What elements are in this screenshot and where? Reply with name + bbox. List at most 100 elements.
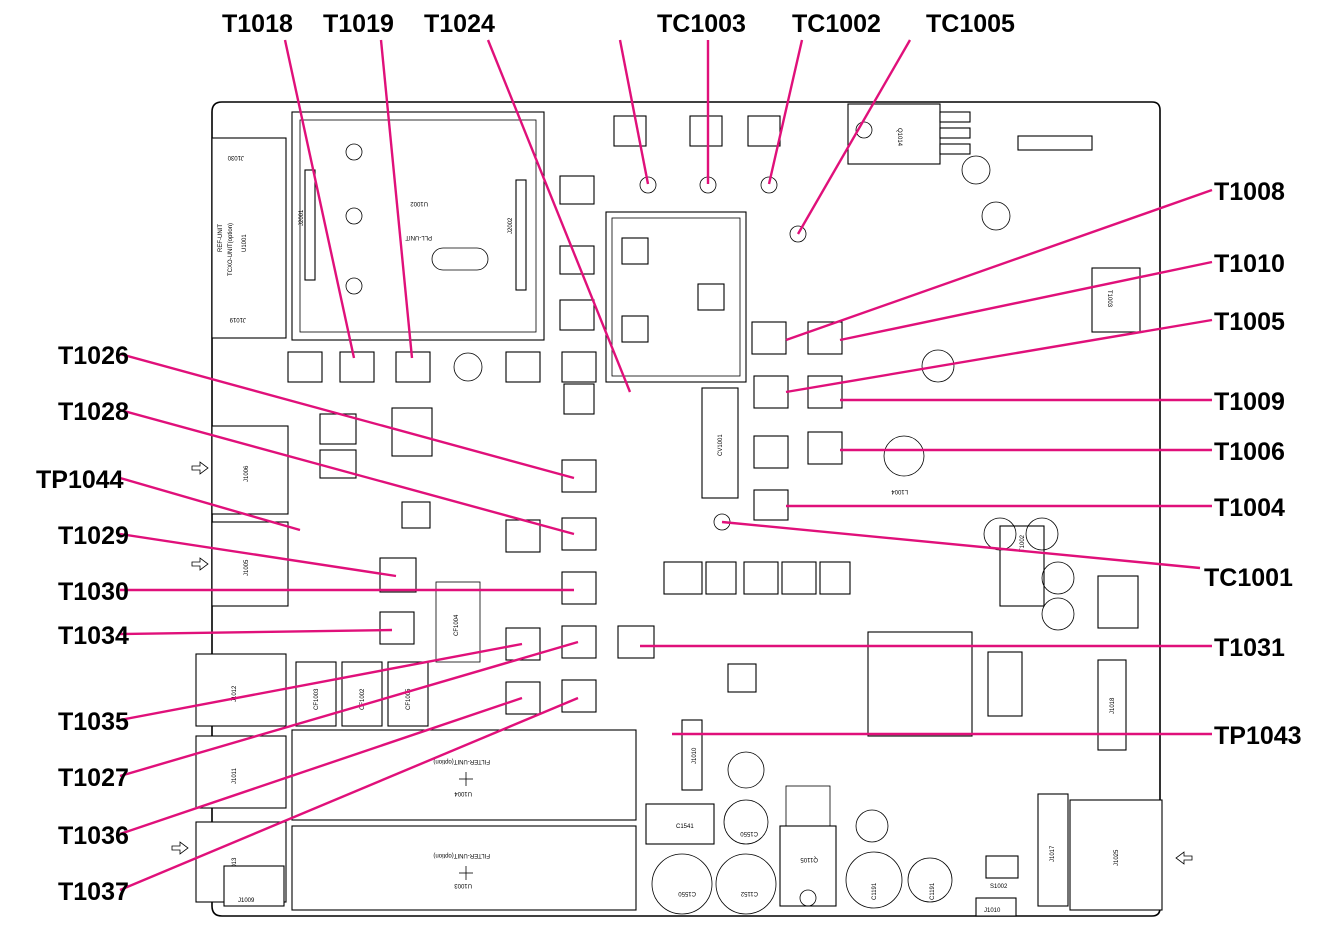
ics [319, 407, 1023, 737]
q1105-label: Q1105 [800, 856, 818, 862]
leader-t1036 [119, 696, 523, 836]
leader-t1037 [119, 696, 579, 892]
callout-t1006: T1006 [1214, 438, 1285, 466]
upper-right-parts: Q1014 T1003 L1004 [847, 103, 1141, 494]
shield-center [605, 211, 747, 383]
filter-unit-upper-label: FILTER-UNIT(option) [433, 758, 490, 764]
c1541-label: C1152 [740, 890, 758, 896]
q1014-label: Q1014 [896, 128, 902, 147]
t1003-label: T1003 [1106, 290, 1112, 308]
callout-t1018: T1018 [222, 10, 293, 38]
callouts-top: T1018 T1019 T1024 TC1003 TC1002 TC1005 [222, 10, 1015, 38]
ref-unit: REF-UNIT TCXO-UNIT(option) U1001 J1030 J… [211, 137, 287, 339]
leader-tc1002 [767, 39, 804, 185]
j2001-label: J2001 [299, 209, 305, 226]
callout-t1008: T1008 [1214, 178, 1285, 206]
callouts-right: T1008 T1010 T1005 T1009 T1006 T1004 TC10… [1204, 178, 1302, 750]
callouts-left: T1026 T1028 TP1044 T1029 T1030 T1034 T10… [36, 342, 129, 906]
j1018-label: J1018 [1110, 697, 1116, 714]
callout-t1019: T1019 [323, 10, 394, 38]
callout-t1010: T1010 [1214, 250, 1285, 278]
callout-tc1003: TC1003 [657, 10, 746, 38]
cf1003-label: CF1003 [314, 688, 320, 710]
bottom-middle-parts: J1010 C1541 C1550 C1550 C1152 Q1105 C119… [223, 719, 953, 915]
leader-tp1044 [119, 476, 301, 532]
coil-column-left [379, 383, 655, 715]
j1017-label: J1017 [1050, 845, 1056, 862]
leader-t1018 [283, 39, 356, 359]
j1011-label: J1011 [232, 767, 238, 784]
l1004-label: L1004 [891, 488, 908, 494]
callout-t1026: T1026 [58, 342, 129, 370]
callout-t1005: T1005 [1214, 308, 1285, 336]
leader-t1008 [785, 188, 1213, 342]
pll-unit-ref: U1002 [410, 200, 428, 206]
callout-t1024: T1024 [424, 10, 495, 38]
rl1001-label: C1541 [676, 824, 694, 830]
callout-t1030: T1030 [58, 578, 129, 606]
t1002-label: T1002 [1020, 534, 1026, 552]
callout-tp1043: TP1043 [1214, 722, 1302, 750]
trimmers-top [639, 176, 807, 531]
leader-t1027 [119, 640, 579, 778]
j1019-label: J1019 [229, 316, 246, 322]
j1006-label: J1006 [244, 465, 250, 482]
callout-t1034: T1034 [58, 622, 129, 650]
u1003-label: U1003 [454, 882, 472, 888]
callout-t1027: T1027 [58, 764, 129, 792]
filter-unit-upper: FILTER-UNIT(option) U1004 [291, 729, 637, 821]
callout-t1031: T1031 [1214, 634, 1285, 662]
ref-unit-label: REF-UNIT [218, 224, 224, 252]
j1012-label: J1012 [232, 685, 238, 702]
leader-t1028 [119, 408, 575, 536]
j1009-label: J1009 [238, 898, 255, 904]
cf1005-label: CF1005 [406, 688, 412, 710]
j1025-label: J1025 [1114, 849, 1120, 866]
callout-tc1002: TC1002 [792, 10, 881, 38]
c1152-label: C1191 [872, 882, 878, 900]
j1030-label: J1030 [227, 154, 244, 160]
tcxo-unit-label: TCXO-UNIT(option) [228, 223, 234, 276]
u1004-label: U1004 [454, 790, 472, 796]
c1532-label: C1550 [678, 890, 696, 896]
j1016-label: J1010 [984, 908, 1001, 914]
callout-tp1044: TP1044 [36, 466, 124, 494]
coil-column-right: CV1001 [701, 321, 843, 521]
leader-extra-top [618, 39, 650, 185]
leader-t1005 [785, 318, 1213, 394]
callout-t1004: T1004 [1214, 494, 1285, 522]
j1010-label: J1010 [692, 747, 698, 764]
leader-t1026 [119, 352, 575, 480]
cf1002-label: CF1002 [360, 688, 366, 710]
c1550-label: C1550 [740, 830, 758, 836]
ref-unit-ref: U1001 [242, 234, 248, 252]
leader-tc1005 [796, 39, 912, 235]
leader-t1010 [839, 260, 1213, 342]
filter-unit-lower: FILTER-UNIT(option) U1003 [291, 825, 637, 911]
j2002-label: J2002 [508, 217, 514, 234]
callout-t1037: T1037 [58, 878, 129, 906]
leader-t1035 [119, 642, 523, 722]
leader-tc1001 [721, 520, 1201, 570]
c1191-label: C1191 [930, 882, 936, 900]
callout-t1036: T1036 [58, 822, 129, 850]
pll-unit: PLL-UNIT U1002 J2001 J2002 [291, 111, 545, 341]
leader-lines [119, 39, 1213, 892]
callout-tc1001: TC1001 [1204, 564, 1293, 592]
callout-t1029: T1029 [58, 522, 129, 550]
leader-t1034 [119, 628, 393, 636]
callout-t1028: T1028 [58, 398, 129, 426]
leader-t1024 [486, 39, 632, 393]
coil-row-top [287, 115, 781, 383]
callout-t1009: T1009 [1214, 388, 1285, 416]
pll-unit-label: PLL-UNIT [405, 234, 432, 240]
leader-t1029 [119, 532, 397, 578]
callout-t1035: T1035 [58, 708, 129, 736]
s1002-label: S1002 [990, 884, 1008, 890]
leader-t1019 [379, 39, 414, 359]
callout-tc1005: TC1005 [926, 10, 1015, 38]
cf1004-label: CF1004 [454, 614, 460, 636]
j1005-label: J1005 [244, 559, 250, 576]
filter-unit-lower-label: FILTER-UNIT(option) [433, 852, 490, 858]
